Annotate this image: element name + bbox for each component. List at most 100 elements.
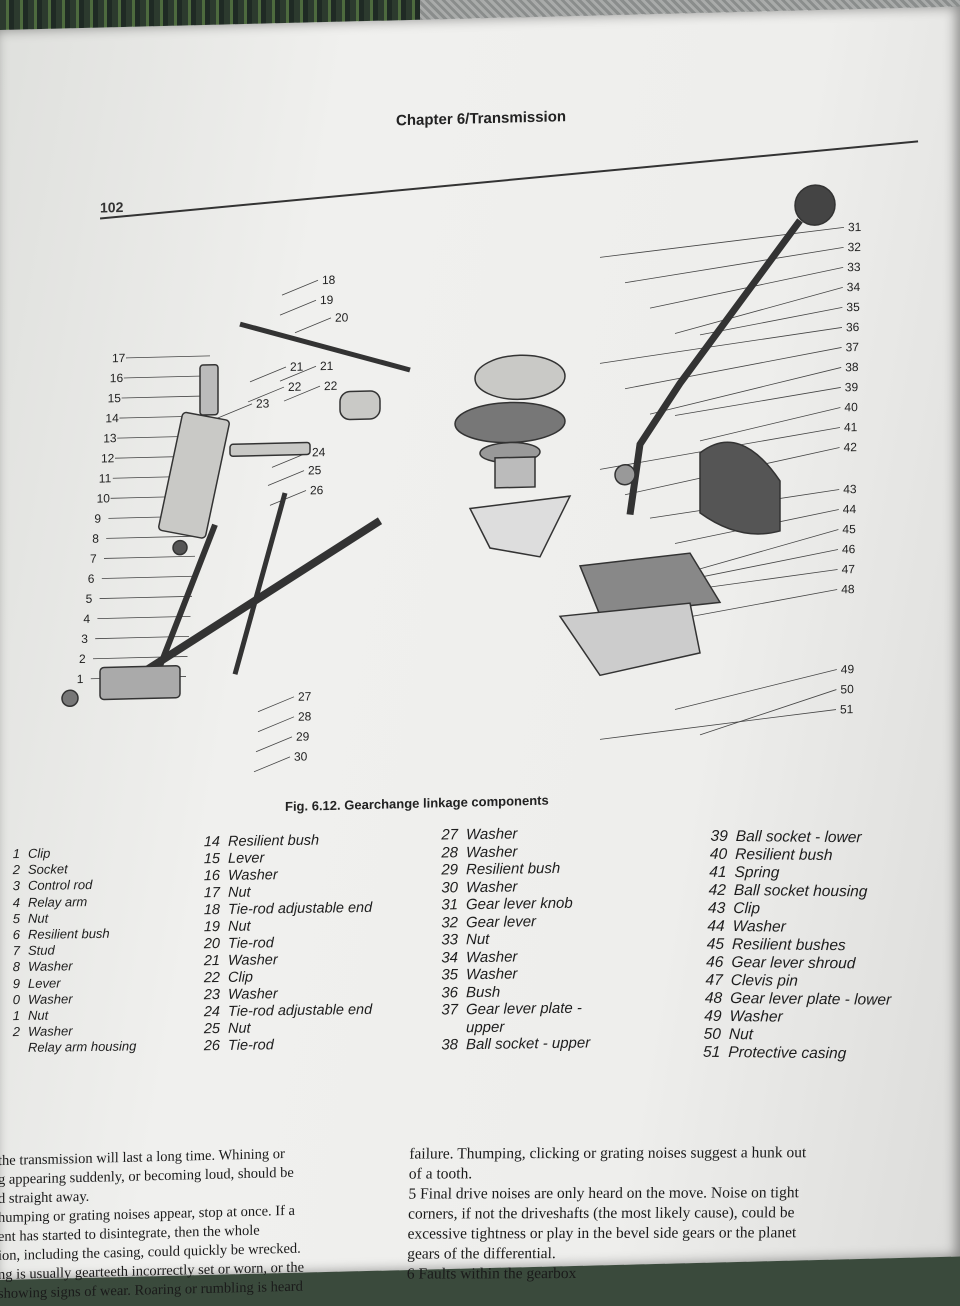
legend-number: 51 [702,1043,721,1061]
right-gear-lever-assembly [454,184,836,677]
text-line: 6 Faults within the gearbox [406,1265,577,1283]
legend-number: 8 [12,959,20,975]
legend-number: 26 [203,1037,220,1055]
legend-label: Gear lever [466,912,537,931]
legend-label: Washer [466,877,518,896]
legend-label: Nut [228,1020,251,1037]
callout-number: 11 [99,471,112,485]
callout-leader [257,716,295,733]
callout-leader [279,299,317,316]
legend-number: 14 [203,833,220,851]
legend-label: Ball socket - upper [466,1034,591,1054]
callout-number: 21 [290,360,304,374]
legend-label: Gear lever knob [466,894,573,914]
legend-number: 44 [707,917,725,935]
legend-label: Gear lever plate - [466,999,582,1019]
callout-number: 14 [105,411,119,425]
legend-number: 36 [441,983,458,1002]
legend-label: Nut [728,1026,754,1044]
callout-leader [674,287,843,334]
callout-number: 33 [847,260,861,274]
callout-number: 40 [844,400,858,414]
legend-label: Washer [466,947,518,966]
callout-number: 2 [79,652,86,666]
legend-number: 30 [441,878,458,897]
legend-label: Washer [466,965,518,984]
legend-label: Bush [466,983,501,1001]
callout-leader [624,246,844,284]
legend-label: Washer [228,986,278,1003]
legend-item: Relay arm housing [0,1039,136,1057]
callout-number: 1 [77,672,84,686]
callout-leader [281,279,319,296]
legend-number: 3 [12,878,20,894]
legend-number: 17 [203,884,220,902]
legend-label: Nut [466,930,490,949]
callout-leader [99,595,192,599]
legend-label: Lever [28,975,61,991]
callout-number: 10 [97,491,111,505]
left-linkage-assembly [61,321,411,708]
callout-number: 6 [88,572,95,586]
callout-leader [599,327,843,364]
callout-leader [257,696,295,713]
callout-number: 3 [81,632,88,646]
callout-leader [699,307,843,336]
legend-label: Resilient bush [228,832,320,850]
legend-label: Washer [228,952,278,969]
legend-label: Tie-rod [228,1037,274,1054]
legend-label: Washer [228,867,278,884]
callout-number: 13 [103,431,117,445]
text-line: corners, if not the driveshafts (the mos… [407,1204,795,1223]
callout-leader [269,490,307,506]
callout-number: 39 [845,380,859,394]
callout-number: 36 [846,320,860,334]
legend-number: 16 [203,867,220,885]
callout-leader [699,689,837,736]
legend-label: Relay arm housing [28,1038,137,1056]
legend-number: 39 [710,827,729,845]
callout-leader [249,366,287,383]
callout-leader [104,555,195,559]
callout-number: 28 [298,709,312,723]
callout-number: 19 [320,293,334,307]
callout-leader [599,709,837,740]
legend-label: Washer [729,1008,783,1026]
callout-number: 23 [256,396,270,410]
legend-label: Ball socket housing [733,882,868,901]
callout-number: 22 [324,379,338,393]
legend-label: Clip [28,845,51,861]
legend-number: 19 [203,918,220,936]
callout-number: 25 [308,463,322,477]
callout-number: 51 [840,702,854,716]
callout-leader [283,385,321,402]
callout-number: 31 [848,220,862,234]
callout-number: 37 [846,340,860,354]
legend-label: Stud [28,942,55,959]
callout-number: 49 [841,662,855,676]
legend-number: 21 [203,952,220,970]
callout-number: 22 [288,380,302,394]
legend-label: Washer [28,958,73,975]
callout-leader [279,365,317,382]
legend-number [0,1040,20,1057]
callout-number: 17 [112,351,126,365]
callout-number: 50 [840,682,854,696]
legend-number: 32 [441,913,458,932]
legend-number: 20 [203,935,220,953]
legend-number: 46 [705,953,724,971]
legend-label: Resilient bush [28,925,110,942]
callout-leader [699,529,839,570]
legend-label: Relay arm [28,893,88,910]
